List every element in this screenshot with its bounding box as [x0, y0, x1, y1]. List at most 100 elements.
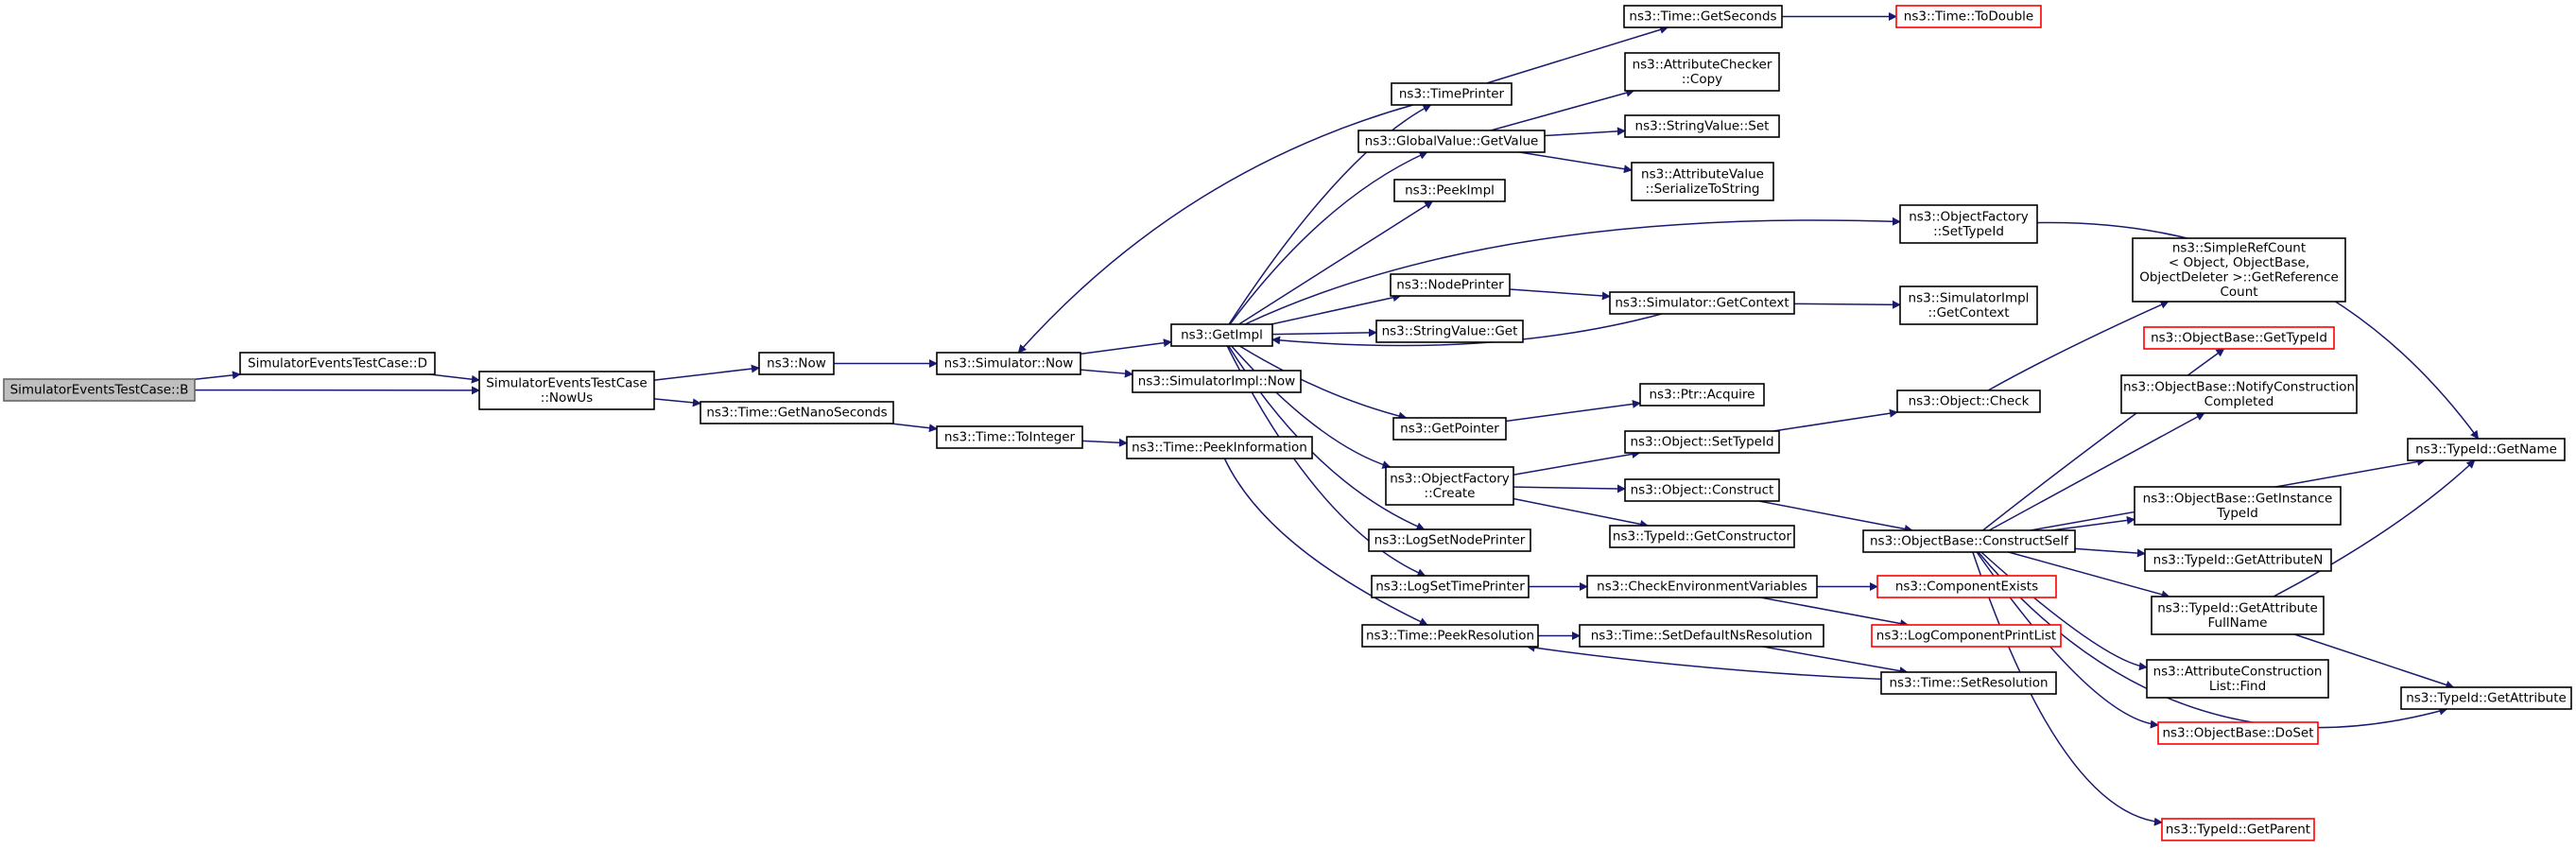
edge-layer	[194, 12, 2480, 826]
node-nodeprinter[interactable]: ns3::NodePrinter	[1390, 273, 1511, 297]
node-label: ns3::Time::GetSeconds	[1629, 9, 1776, 25]
node-box	[2134, 486, 2342, 526]
node-obgettypeid[interactable]: ns3::ObjectBase::GetTypeId	[2143, 326, 2335, 350]
node-accopy[interactable]: ns3::AttributeChecker::Copy	[1624, 52, 1780, 92]
node-label: ns3::ObjectBase::GetInstance	[2143, 491, 2333, 506]
node-getnano[interactable]: ns3::Time::GetNanoSeconds	[700, 401, 894, 424]
node-box	[1895, 5, 2042, 28]
node-obdoset[interactable]: ns3::ObjectBase::DoSet	[2157, 721, 2319, 745]
edge-simnow-to-simimplnow	[1080, 369, 1133, 378]
node-setdefres[interactable]: ns3::Time::SetDefaultNsResolution	[1579, 624, 1824, 648]
node-box	[1393, 179, 1506, 202]
node-objconstruct[interactable]: ns3::Object::Construct	[1624, 478, 1780, 502]
node-box	[1609, 291, 1795, 315]
node-tigetctor[interactable]: ns3::TypeId::GetConstructor	[1609, 525, 1795, 548]
node-label: ns3::Time::ToDouble	[1904, 9, 2033, 25]
node-box	[936, 425, 1083, 449]
node-box	[1579, 624, 1824, 648]
node-simimplnow[interactable]: ns3::SimulatorImpl::Now	[1132, 370, 1302, 393]
edge-getimpl-to-gvgetvalue	[1229, 151, 1428, 325]
node-label: SimulatorEventsTestCase::D	[248, 356, 427, 372]
node-peekimpl[interactable]: ns3::PeekImpl	[1393, 179, 1506, 202]
node-logsettime[interactable]: ns3::LogSetTimePrinter	[1371, 575, 1530, 598]
edge-simgetctx-to-sigetctx	[1793, 300, 1901, 309]
node-getseconds[interactable]: ns3::Time::GetSeconds	[1623, 5, 1783, 28]
node-timeprinter[interactable]: ns3::TimePrinter	[1391, 82, 1513, 106]
node-box	[1876, 575, 2057, 598]
node-box	[2143, 326, 2335, 350]
node-avser[interactable]: ns3::AttributeValue::SerializeToString	[1631, 162, 1774, 201]
node-compexists[interactable]: ns3::ComponentExists	[1876, 575, 2057, 598]
node-label: ns3::TypeId::GetConstructor	[1613, 529, 1792, 545]
node-ofcreate[interactable]: ns3::ObjectFactory::Create	[1385, 466, 1514, 506]
node-ptracquire[interactable]: ns3::Ptr::Acquire	[1639, 383, 1765, 407]
node-box	[1609, 525, 1795, 548]
node-label: ns3::ObjectBase::NotifyConstruction	[2123, 379, 2355, 394]
node-label: ns3::AttributeChecker	[1633, 57, 1772, 72]
node-label: ns3::AttributeConstruction	[2153, 664, 2323, 679]
node-tigetattr[interactable]: ns3::TypeId::GetAttribute	[2400, 686, 2572, 710]
node-obnotify[interactable]: ns3::ObjectBase::NotifyConstructionCompl…	[2120, 374, 2358, 414]
node-box	[1896, 389, 2041, 413]
edge-nowus-to-getnano	[653, 398, 701, 407]
node-peekres[interactable]: ns3::Time::PeekResolution	[1361, 624, 1539, 648]
node-tigetname[interactable]: ns3::TypeId::GetName	[2407, 438, 2566, 461]
edge-gvgetvalue-to-accopy	[1490, 88, 1635, 131]
edge-nodeprinter-to-simgetctx	[1509, 288, 1611, 301]
node-objsettypeid[interactable]: ns3::Object::SetTypeId	[1624, 430, 1780, 454]
node-ofsettypeid[interactable]: ns3::ObjectFactory::SetTypeId	[1899, 204, 2038, 244]
node-peekinfo[interactable]: ns3::Time::PeekInformation	[1126, 436, 1313, 459]
node-getimpl[interactable]: ns3::GetImpl	[1170, 323, 1273, 347]
node-label: ns3::TypeId::GetAttribute	[2157, 600, 2318, 615]
node-sigetctx[interactable]: ns3::SimulatorImpl::GetContext	[1899, 286, 2038, 325]
node-label: ns3::Now	[767, 356, 826, 372]
node-nowus[interactable]: SimulatorEventsTestCase::NowUs	[478, 371, 655, 410]
node-box	[1126, 436, 1313, 459]
edge-getimpl-to-ofsettypeid	[1244, 216, 1901, 325]
node-box	[1391, 82, 1513, 106]
node-tointeger[interactable]: ns3::Time::ToInteger	[936, 425, 1083, 449]
node-constructself[interactable]: ns3::ObjectBase::ConstructSelf	[1862, 529, 2076, 553]
node-tigetparent[interactable]: ns3::TypeId::GetParent	[2161, 818, 2315, 841]
node-label: SimulatorEventsTestCase	[486, 375, 647, 390]
edge-gvgetvalue-to-avser	[1519, 151, 1633, 174]
node-getpointer[interactable]: ns3::GetPointer	[1392, 417, 1507, 441]
node-label: ns3::LogSetTimePrinter	[1375, 580, 1525, 595]
node-objcheck[interactable]: ns3::Object::Check	[1896, 389, 2041, 413]
node-d[interactable]: SimulatorEventsTestCase::D	[239, 352, 436, 375]
node-strget[interactable]: ns3::StringValue::Get	[1375, 320, 1524, 343]
node-box	[3, 378, 196, 402]
node-now[interactable]: ns3::Now	[758, 352, 835, 375]
node-todouble[interactable]: ns3::Time::ToDouble	[1895, 5, 2042, 28]
node-box	[2144, 548, 2332, 572]
node-simnow[interactable]: ns3::Simulator::Now	[936, 352, 1081, 375]
node-tigetattrn[interactable]: ns3::TypeId::GetAttributeN	[2144, 548, 2332, 572]
node-label: Count	[2220, 285, 2257, 300]
node-label: ns3::Time::PeekResolution	[1366, 629, 1534, 644]
node-logcomplist[interactable]: ns3::LogComponentPrintList	[1871, 624, 2062, 648]
node-label: ns3::GetImpl	[1181, 328, 1263, 343]
node-simgetctx[interactable]: ns3::Simulator::GetContext	[1609, 291, 1795, 315]
node-label: ns3::Simulator::Now	[944, 356, 1074, 372]
node-box	[2407, 438, 2566, 461]
node-b[interactable]: SimulatorEventsTestCase::B	[3, 378, 196, 402]
edge-timeprinter-to-simnow	[1017, 104, 1413, 354]
edge-objcheck-to-srcgetref	[1987, 301, 2170, 391]
node-label: ns3::Ptr::Acquire	[1650, 388, 1755, 403]
node-label: ns3::Time::SetDefaultNsResolution	[1591, 629, 1813, 644]
node-logsetnode[interactable]: ns3::LogSetNodePrinter	[1368, 528, 1531, 552]
node-box	[1871, 624, 2062, 648]
edge-constructself-to-obnotify	[1988, 412, 2205, 531]
node-label: ns3::StringValue::Get	[1382, 324, 1518, 339]
node-setres[interactable]: ns3::Time::SetResolution	[1880, 671, 2057, 695]
node-checkenv[interactable]: ns3::CheckEnvironmentVariables	[1586, 575, 1818, 598]
node-srcgetref[interactable]: ns3::SimpleRefCount< Object, ObjectBase,…	[2132, 237, 2346, 303]
node-gvgetvalue[interactable]: ns3::GlobalValue::GetValue	[1357, 130, 1546, 153]
node-strset[interactable]: ns3::StringValue::Set	[1624, 114, 1780, 138]
node-label: ns3::Object::Check	[1909, 394, 2030, 409]
edge-constructself-to-obgetinst	[2050, 515, 2135, 531]
node-label: ns3::GetPointer	[1400, 422, 1499, 437]
